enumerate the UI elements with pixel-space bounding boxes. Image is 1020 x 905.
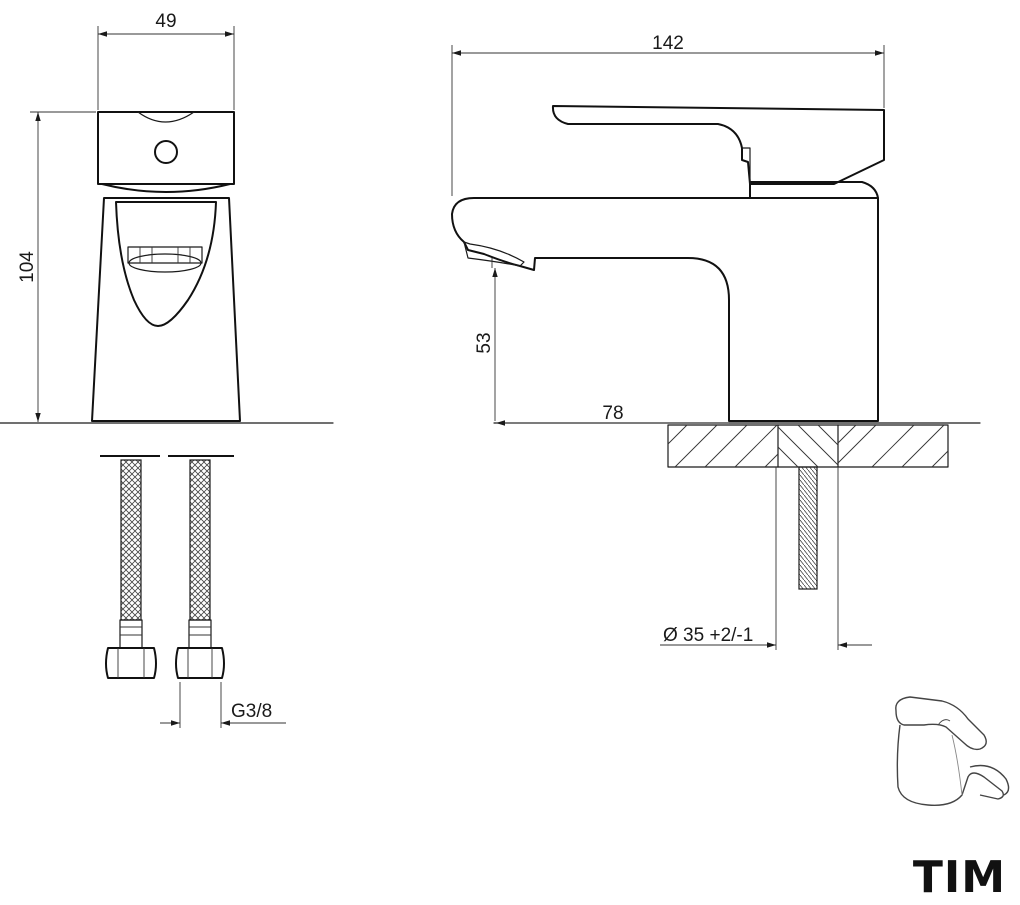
left-hose — [120, 459, 142, 621]
front-lever-notch — [137, 111, 195, 123]
side-length-label: 142 — [652, 33, 684, 54]
mounting-rod — [798, 466, 818, 590]
spout-reach-label: 78 — [602, 403, 623, 424]
front-lever-block — [97, 111, 235, 185]
front-aerator — [127, 246, 203, 264]
countertop-section: Ø 35 +2/-1 — [660, 424, 949, 650]
hole-diameter-label: Ø 35 +2/-1 — [663, 625, 753, 646]
supply-hoses: G3/8 — [100, 455, 286, 728]
right-hose-nut — [175, 647, 225, 679]
left-hose-nut — [105, 647, 157, 679]
hose-thread-label: G3/8 — [231, 701, 272, 722]
front-view: 49 104 — [0, 11, 334, 424]
brand-name: TIM — [913, 852, 1006, 903]
front-lever-hole — [154, 140, 178, 164]
front-collar — [101, 183, 231, 193]
faucet-3d-thumbnail — [895, 696, 1010, 806]
side-lever — [551, 105, 885, 185]
side-dome — [749, 181, 879, 199]
front-spout — [115, 201, 217, 327]
front-height-label: 104 — [17, 251, 38, 283]
side-view: 142 53 78 — [451, 33, 981, 426]
spout-height-label: 53 — [474, 332, 495, 353]
side-body — [451, 197, 879, 422]
front-body — [91, 197, 241, 422]
countertop-hatching — [667, 424, 949, 468]
front-width-label: 49 — [155, 11, 176, 32]
right-hose — [189, 459, 211, 621]
countertop — [667, 424, 949, 468]
